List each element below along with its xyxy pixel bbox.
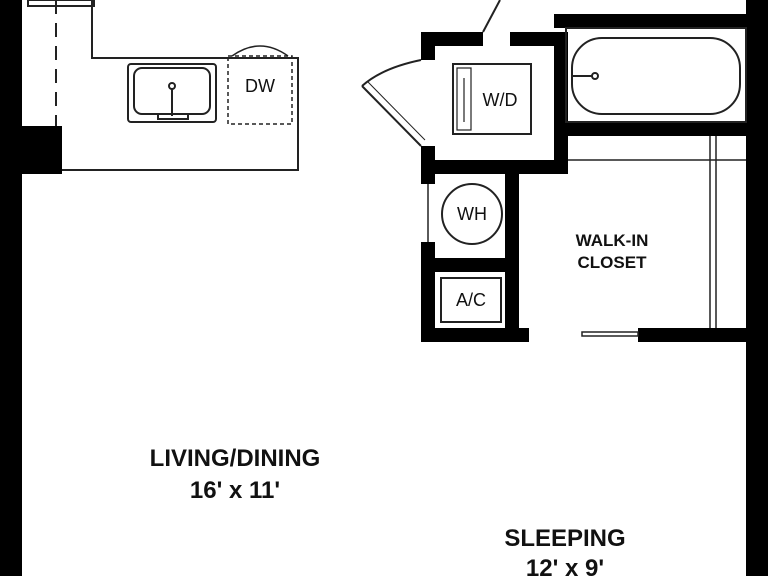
mech-mid-wall [421,258,519,272]
mechanical [427,183,503,323]
left-wall-column [22,126,62,174]
ac-unit-box [440,277,502,323]
closet-label-line2: CLOSET [578,253,648,272]
dishwasher-label: DW [245,76,275,96]
laundry-door-arc [361,59,422,87]
laundry-top-wall-left [421,32,483,46]
closet-door-slider [581,331,639,337]
laundry-bottom-wall [421,160,568,174]
bathroom [565,27,747,123]
sink-drain [168,82,176,90]
mech-divider-wall [505,160,519,342]
mech-bottom-wall [421,328,529,342]
bathtub-outer [565,27,747,123]
ac-label: A/C [456,290,486,310]
left-outer-wall [0,0,22,576]
walk-in-closet [568,136,746,337]
dishwasher-outline [227,55,293,125]
laundry-top-wall-right [510,32,568,46]
closet-label-line1: WALK-IN [576,231,649,250]
living-dining-size: 16' x 11' [190,477,280,504]
sink-outer [127,63,217,123]
washer-dryer-label: W/D [483,90,518,110]
laundry-right-wall [554,32,568,166]
bathtub-faucet-knob [591,72,599,80]
laundry-door-leaf [361,85,422,147]
laundry [361,0,532,147]
laundry-door-leaf-inner [367,81,426,141]
kitchen [27,0,299,171]
bath-bottom-wall [566,122,746,136]
water-heater-circle [441,183,503,245]
water-heater-label: WH [457,204,487,224]
faucet-base [157,113,189,120]
sleeping-size: 12' x 9' [526,555,604,576]
washer-dryer-box [452,63,532,135]
counter-outline [62,0,299,171]
fridge-outline [27,0,95,7]
laundry-left-wall-upper [421,32,435,60]
dishwasher-door-arc [231,45,289,57]
washer-dryer-panel [456,67,472,131]
right-outer-wall [746,0,768,576]
bath-top-wall [554,14,768,28]
mech-left-wall [421,242,435,342]
living-dining-name: LIVING/DINING [150,445,321,472]
upper-door-swing [482,0,501,33]
sleeping-name: SLEEPING [504,525,625,552]
closet-bottom-wall [638,328,746,342]
